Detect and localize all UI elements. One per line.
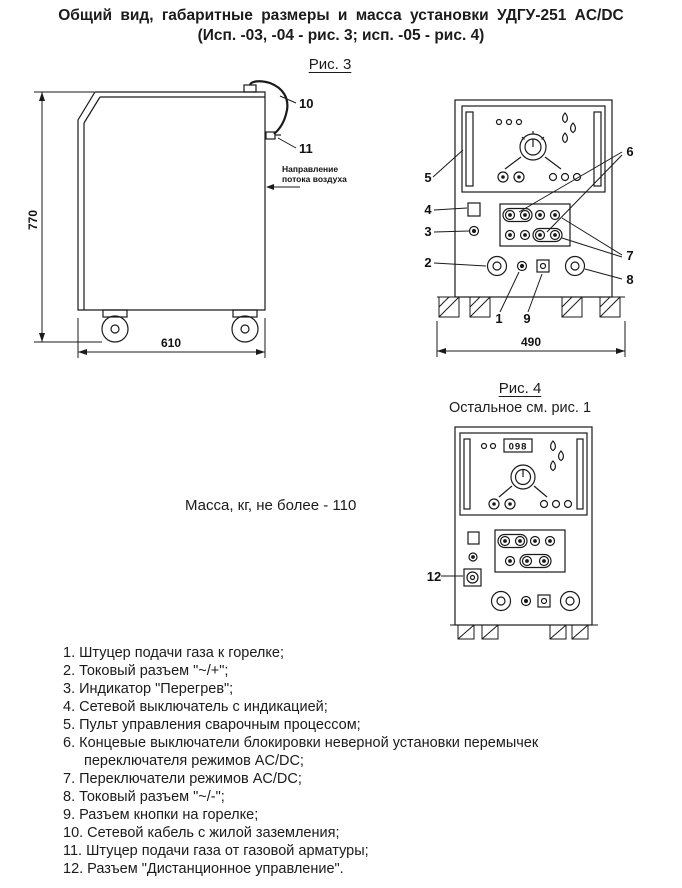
parts-list-item-4: 4. Сетевой выключатель с индикацией; xyxy=(63,699,328,715)
fig4-caption: Рис. 4 xyxy=(420,380,620,397)
jumper-link xyxy=(497,533,528,549)
current-connector-plus xyxy=(490,590,512,612)
page-title: Общий вид, габаритные размеры и масса ус… xyxy=(0,6,682,46)
parts-list-item-8: 8. Токовый разъем "~/-"; xyxy=(63,789,225,805)
callout-1: 1 xyxy=(495,311,502,326)
height-dim-label: 770 xyxy=(26,210,40,230)
mode-switch-block xyxy=(494,529,566,573)
gas-drop-icon xyxy=(570,122,576,134)
mass-note: Масса, кг, не более - 110 xyxy=(185,497,357,514)
callout-9: 9 xyxy=(523,311,530,326)
parts-list-item-6: 6. Концевые выключатели блокировки невер… xyxy=(63,735,539,769)
fig4-caption-text: Рис. 4 xyxy=(498,380,542,397)
main-dial xyxy=(510,464,536,490)
digital-display xyxy=(503,438,533,453)
fig3-side-view-drawing: 770 610 Направление потока воздуха 10 11 xyxy=(26,80,347,358)
current-connector-minus xyxy=(564,255,586,277)
overheat-indicator xyxy=(468,225,480,237)
parts-list-item-3: 3. Индикатор "Перегрев"; xyxy=(63,681,234,697)
gas-inlet-fitting xyxy=(265,131,281,140)
power-cable xyxy=(243,80,289,135)
control-panel xyxy=(459,432,588,516)
control-panel xyxy=(461,105,606,193)
callout-10: 10 xyxy=(299,96,313,111)
page-title-line1: Общий вид, габаритные размеры и масса ус… xyxy=(58,7,624,24)
callout-6: 6 xyxy=(626,144,633,159)
current-connector-plus xyxy=(486,255,508,277)
fig3-front-view-drawing: 5 4 3 2 6 7 8 1 9 490 xyxy=(424,99,634,357)
height-dimension xyxy=(34,91,102,343)
power-switch xyxy=(467,531,480,545)
callout-4: 4 xyxy=(424,202,432,217)
parts-list-item-9: 9. Разъем кнопки на горелке; xyxy=(63,807,259,823)
parts-list-item-10: 10. Сетевой кабель с жилой заземления; xyxy=(63,825,340,841)
base-feet xyxy=(450,624,598,640)
parts-list-item-11: 11. Штуцер подачи газа от газовой армату… xyxy=(63,843,369,859)
callout-11: 11 xyxy=(299,141,313,156)
current-connector-minus xyxy=(559,590,581,612)
fig3-caption-text: Рис. 3 xyxy=(308,56,352,73)
fig3-caption: Рис. 3 xyxy=(0,56,660,73)
callout-leader-lines xyxy=(432,149,623,313)
parts-list-item-1: 1. Штуцер подачи газа к горелке; xyxy=(63,645,284,661)
airflow-label-line2: потока воздуха xyxy=(282,174,347,184)
torch-gas-fitting xyxy=(520,595,532,607)
display-value: 098 xyxy=(509,442,528,453)
callout-3: 3 xyxy=(424,224,431,239)
gas-drop-icon xyxy=(562,112,568,124)
torch-button-connector xyxy=(536,259,550,273)
width-dim-label: 610 xyxy=(161,336,181,350)
mode-switch-block xyxy=(499,203,571,247)
parts-list-item-2: 2. Токовый разъем "~/+"; xyxy=(63,663,229,679)
callout-5: 5 xyxy=(424,170,431,185)
jumper-link xyxy=(532,227,563,243)
jumper-link xyxy=(519,553,552,569)
callout-leader-lines xyxy=(277,95,297,149)
airflow-label-line1: Направление xyxy=(282,164,338,174)
fig4-front-view-drawing: 098 12 xyxy=(427,426,598,640)
cabinet-front xyxy=(454,99,613,298)
callout-12: 12 xyxy=(427,569,441,584)
jumper-link xyxy=(502,207,533,223)
caster-wheel-left xyxy=(101,309,129,343)
gas-drop-icon xyxy=(550,460,556,472)
parts-list: 1. Штуцер подачи газа к горелке; 2. Токо… xyxy=(63,644,628,878)
parts-list-item-5: 5. Пульт управления сварочным процессом; xyxy=(63,717,361,733)
gas-drop-icon xyxy=(550,440,556,452)
torch-button-connector xyxy=(537,594,551,608)
power-switch xyxy=(467,202,481,217)
airflow-arrow xyxy=(266,184,300,190)
front-width-dim-label: 490 xyxy=(521,335,541,349)
torch-gas-fitting xyxy=(516,260,528,272)
front-width-dimension xyxy=(436,321,626,357)
callout-7: 7 xyxy=(626,248,633,263)
gas-drop-icon xyxy=(558,450,564,462)
callout-8: 8 xyxy=(626,272,633,287)
overheat-indicator xyxy=(468,552,478,562)
parts-list-item-7: 7. Переключатели режимов AC/DC; xyxy=(63,771,302,787)
fig4-note: Остальное см. рис. 1 xyxy=(448,400,592,416)
cabinet-front xyxy=(454,426,593,626)
width-dimension xyxy=(77,318,266,358)
remote-control-connector xyxy=(463,568,482,587)
page-title-line2: (Исп. -03, -04 - рис. 3; исп. -05 - рис.… xyxy=(197,27,485,44)
base-feet xyxy=(437,296,625,318)
parts-list-item-12: 12. Разъем "Дистанционное управление". xyxy=(63,861,344,877)
gas-drop-icon xyxy=(562,132,568,144)
callout-2: 2 xyxy=(424,255,431,270)
caster-wheel-right xyxy=(231,309,259,343)
cabinet-body xyxy=(77,91,266,311)
